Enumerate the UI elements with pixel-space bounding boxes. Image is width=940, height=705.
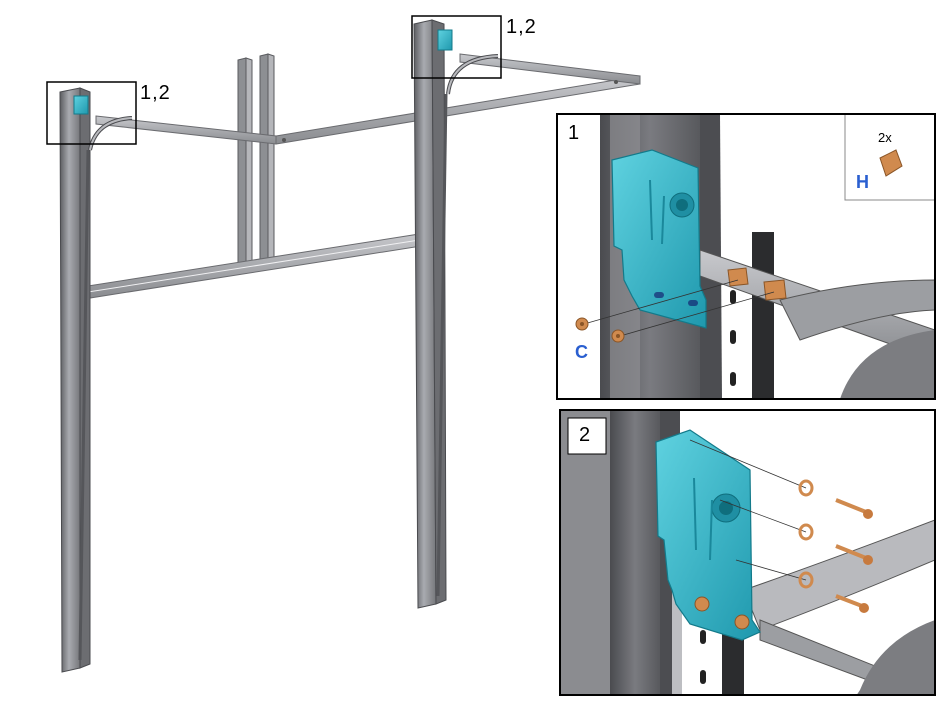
bolt-head-icon <box>734 614 750 630</box>
callout-box-left <box>46 81 137 145</box>
bolt-head-icon <box>694 596 710 612</box>
washer-icon <box>798 523 814 541</box>
panel2-bracket-icon <box>655 429 761 641</box>
right-bracket-icon <box>437 29 453 51</box>
callout-label-right: 1,2 <box>506 16 537 38</box>
washer-icon <box>798 571 814 589</box>
bolt-icon <box>835 498 873 519</box>
upper-rails <box>95 53 641 145</box>
bolt-icon <box>835 594 869 613</box>
step-2-number: 2 <box>579 424 591 446</box>
step-1-number: 1 <box>568 122 580 144</box>
detail-panel-2 <box>559 409 936 696</box>
main-frame <box>46 15 641 673</box>
clip-h-icon <box>727 267 749 287</box>
quantity-label: 2x <box>878 130 892 145</box>
clip-h-icon <box>879 149 903 177</box>
detail-panel-1 <box>556 113 936 400</box>
left-post <box>59 87 133 673</box>
panel-1-border <box>556 113 936 400</box>
right-post <box>413 19 499 609</box>
part-h-label: H <box>856 172 869 192</box>
clip-h-icon <box>763 279 787 301</box>
panel-2-border <box>559 409 936 696</box>
part-c-label: C <box>575 342 588 362</box>
step-2-badge <box>567 417 607 455</box>
center-posts <box>237 53 275 267</box>
washer-icon <box>798 479 814 497</box>
left-bracket-icon <box>73 95 89 115</box>
bolt-icon <box>835 544 873 565</box>
callout-label-left: 1,2 <box>140 82 171 104</box>
callout-box-right <box>411 15 502 79</box>
